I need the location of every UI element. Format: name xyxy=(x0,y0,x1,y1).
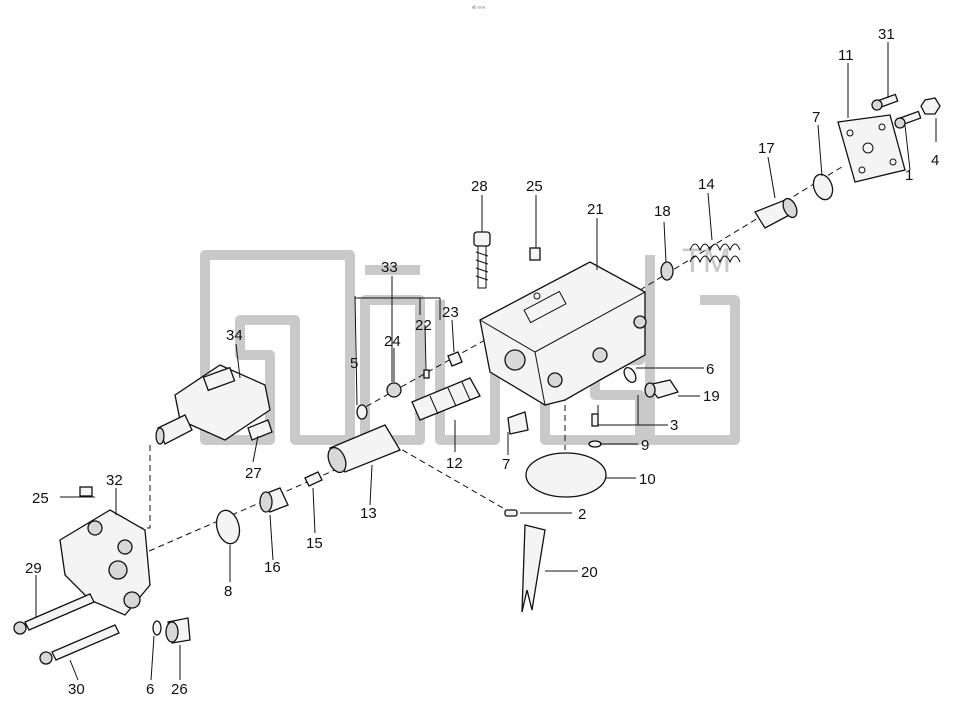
plug-part-26 xyxy=(165,617,191,644)
callout-26: 26 xyxy=(171,681,188,698)
centerline-21-11 xyxy=(639,164,846,291)
callout-20: 20 xyxy=(581,564,598,581)
centerline-32-13 xyxy=(139,469,336,556)
header-note: ᵃᵇ ᵒᵒᵒ xyxy=(472,5,486,12)
callout-34: 34 xyxy=(226,327,243,344)
plug-part-17 xyxy=(754,197,798,229)
centerline-34-32 xyxy=(120,445,151,529)
callout-17: 17 xyxy=(758,140,775,157)
bolt-part-31 xyxy=(871,93,899,111)
pin-part-2 xyxy=(504,509,518,517)
leader-lines xyxy=(35,42,937,681)
screw-part-28 xyxy=(473,231,491,289)
actuator-part-34 xyxy=(155,364,271,445)
o-ring-part-6-lower xyxy=(152,620,162,636)
callout-8: 8 xyxy=(224,583,232,600)
centerline-21-5 xyxy=(359,339,486,411)
fitting-part-23 xyxy=(447,351,463,367)
callout-10: 10 xyxy=(639,471,656,488)
pin-part-25-lower xyxy=(79,486,93,497)
callout-9: 9 xyxy=(641,437,649,454)
callout-3: 3 xyxy=(670,417,678,434)
callout-33: 33 xyxy=(381,259,398,276)
tool-part-20 xyxy=(521,524,546,613)
sleeve-part-13 xyxy=(327,424,401,474)
callout-7-lower: 7 xyxy=(502,456,510,473)
callout-14: 14 xyxy=(698,176,715,193)
callout-32: 32 xyxy=(106,472,123,489)
spool-part-12 xyxy=(411,377,481,421)
seal-part-7 xyxy=(507,411,529,435)
callout-23: 23 xyxy=(442,304,459,321)
callout-19: 19 xyxy=(703,388,720,405)
centerline-13-2 xyxy=(384,439,511,513)
cover-plate-part-11 xyxy=(837,114,906,183)
callout-28: 28 xyxy=(471,178,488,195)
callout-21: 21 xyxy=(587,201,604,218)
spacer-part-18 xyxy=(660,261,674,281)
o-ring-part-7 xyxy=(812,173,834,201)
nut-part-4 xyxy=(920,97,941,115)
callout-7-upper: 7 xyxy=(812,109,820,126)
ball-part-24 xyxy=(386,382,402,398)
o-ring-part-6 xyxy=(623,366,637,384)
callout-18: 18 xyxy=(654,203,671,220)
valve-block-part-32 xyxy=(59,509,151,616)
callout-12: 12 xyxy=(446,455,463,472)
callout-5: 5 xyxy=(350,355,358,372)
adapter-part-16 xyxy=(259,487,289,513)
callout-11: 11 xyxy=(838,47,854,64)
pin-part-22 xyxy=(423,369,430,379)
callout-16: 16 xyxy=(264,559,281,576)
callout-24: 24 xyxy=(384,333,401,350)
spring-part-14 xyxy=(689,243,741,264)
callout-labels: 31 11 7 4 1 17 14 18 28 25 21 33 22 23 5… xyxy=(25,26,939,698)
callout-30: 30 xyxy=(68,681,85,698)
watermark-logo: TM xyxy=(200,242,740,445)
pin-part-15 xyxy=(304,471,323,487)
bolt-part-1 xyxy=(894,110,922,129)
plug-part-19 xyxy=(644,379,680,399)
callout-27: 27 xyxy=(245,465,262,482)
callout-2: 2 xyxy=(578,506,586,523)
o-ring-part-5 xyxy=(356,404,368,420)
callout-25-upper: 25 xyxy=(526,178,543,195)
fitting-part-27 xyxy=(247,419,273,441)
leader-bracket-33 xyxy=(355,297,441,320)
callout-29: 29 xyxy=(25,560,42,577)
callout-31: 31 xyxy=(878,26,895,43)
o-ring-part-8 xyxy=(215,509,241,545)
bolt-part-30 xyxy=(39,624,120,665)
bolt-part-29 xyxy=(13,593,95,635)
callout-6-lower: 6 xyxy=(146,681,154,698)
o-ring-part-10 xyxy=(525,452,607,498)
callout-13: 13 xyxy=(360,505,377,522)
callout-25-lower: 25 xyxy=(32,490,49,507)
valve-body-part-21 xyxy=(479,261,647,406)
callout-22: 22 xyxy=(415,317,432,334)
callout-15: 15 xyxy=(306,535,323,552)
pin-part-3 xyxy=(591,413,599,427)
callout-6-right: 6 xyxy=(706,361,714,378)
watermark-tm: TM xyxy=(682,242,731,280)
pin-part-25 xyxy=(529,247,541,261)
callout-4: 4 xyxy=(931,152,939,169)
washer-part-9 xyxy=(588,440,602,448)
callout-1: 1 xyxy=(905,167,913,184)
